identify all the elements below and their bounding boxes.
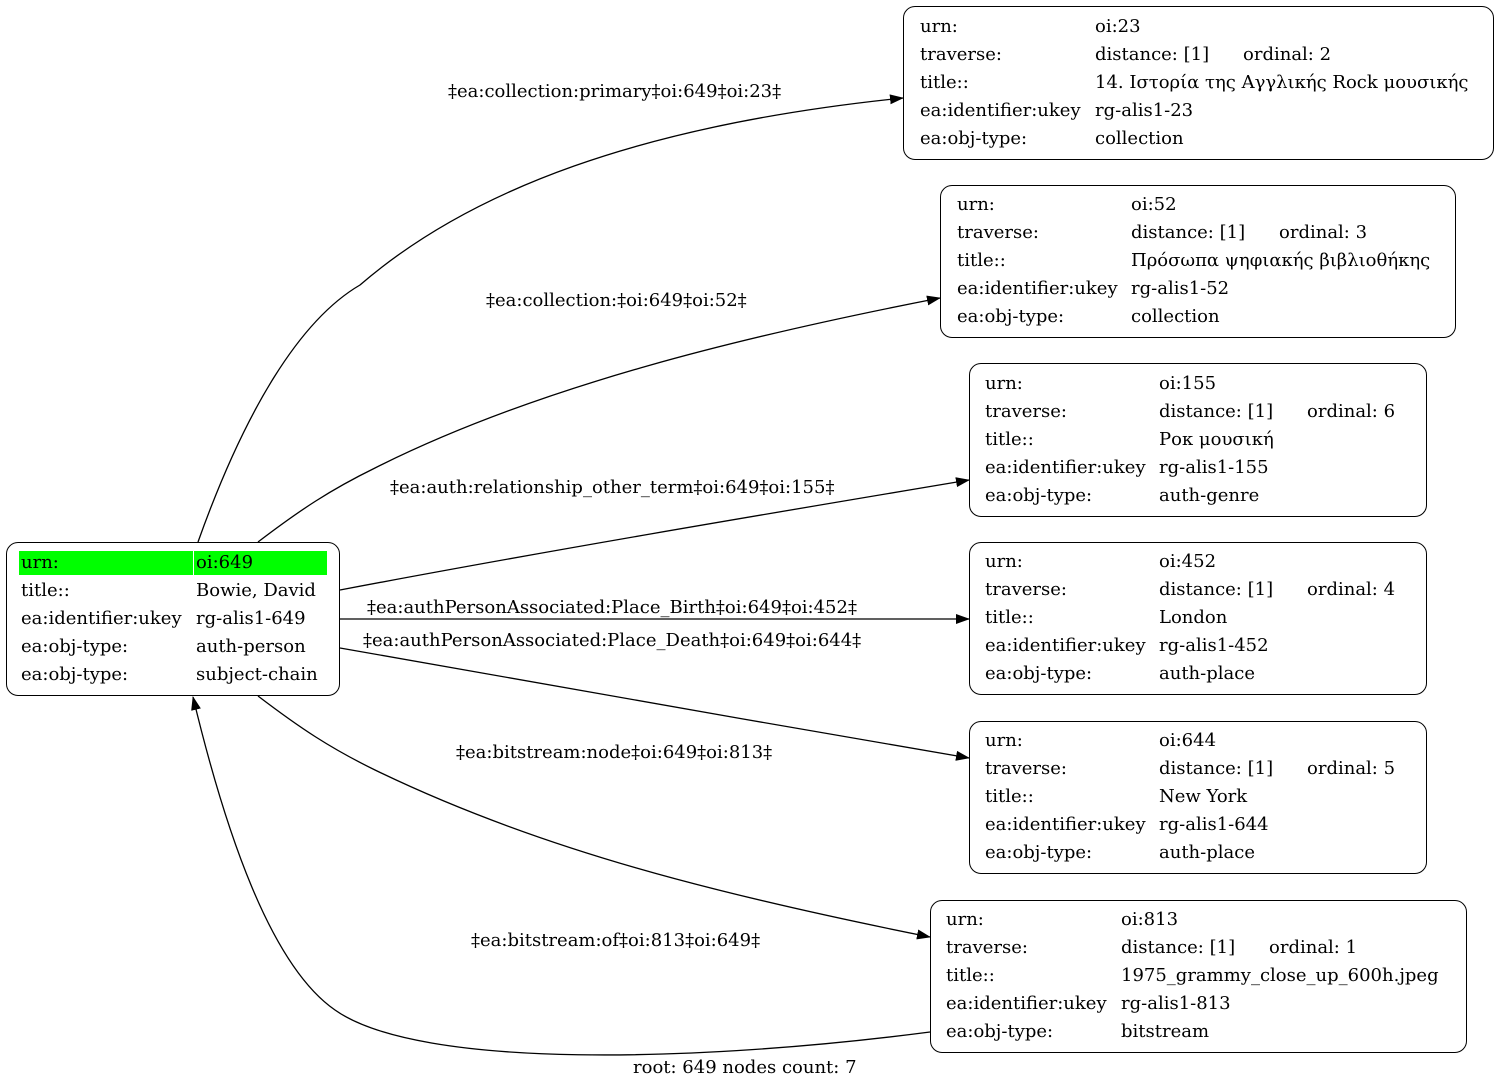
node-urn-value: oi:52 xyxy=(1131,194,1177,215)
node-ukey-value: rg-alis1-452 xyxy=(1159,635,1269,656)
node-title-key: title:: xyxy=(985,429,1034,450)
node-urn-value: oi:452 xyxy=(1159,551,1217,572)
node-type-key: ea:obj-type: xyxy=(920,128,1028,149)
node-title-key: title:: xyxy=(946,965,995,986)
node-oi-155[interactable]: urn: oi:155 traverse: distance: [1] ordi… xyxy=(969,363,1427,517)
node-type-value: collection xyxy=(1131,306,1220,327)
node-ukey-key: ea:identifier:ukey xyxy=(920,100,1081,121)
root-urn-value: oi:649 xyxy=(194,551,327,575)
edge-label-collection: ‡ea:collection:‡oi:649‡oi:52‡ xyxy=(486,290,747,311)
node-urn-value: oi:813 xyxy=(1121,909,1179,930)
node-ordinal: ordinal: 2 xyxy=(1243,44,1332,65)
node-traverse-key: traverse: xyxy=(985,401,1067,422)
node-type-value: bitstream xyxy=(1121,1021,1210,1042)
edge-label-relationship-other-term: ‡ea:auth:relationship_other_term‡oi:649‡… xyxy=(390,477,835,498)
node-type-value: collection xyxy=(1095,128,1184,149)
node-type-value: auth-genre xyxy=(1159,485,1260,506)
edge-label-bitstream-node: ‡ea:bitstream:node‡oi:649‡oi:813‡ xyxy=(456,742,773,763)
node-ordinal: ordinal: 4 xyxy=(1307,579,1396,600)
edge-label-collection-primary: ‡ea:collection:primary‡oi:649‡oi:23‡ xyxy=(448,81,782,102)
node-distance: distance: [1] xyxy=(1121,937,1236,958)
node-ukey-value: rg-alis1-813 xyxy=(1121,993,1231,1014)
node-ukey-key: ea:identifier:ukey xyxy=(957,278,1118,299)
node-traverse-key: traverse: xyxy=(946,937,1028,958)
node-type-key: ea:obj-type: xyxy=(985,842,1093,863)
edge-label-bitstream-of: ‡ea:bitstream:of‡oi:813‡oi:649‡ xyxy=(471,930,761,951)
node-distance: distance: [1] xyxy=(1131,222,1246,243)
node-ordinal: ordinal: 3 xyxy=(1279,222,1368,243)
edge-to-oi-644 xyxy=(339,647,970,761)
graph-footer: root: 649 nodes count: 7 xyxy=(633,1057,857,1078)
root-ukey-key: ea:identifier:ukey xyxy=(21,608,182,629)
node-title-value: London xyxy=(1159,607,1228,628)
node-type-key: ea:obj-type: xyxy=(985,663,1093,684)
root-ukey-value: rg-alis1-649 xyxy=(196,608,306,629)
node-oi-52[interactable]: urn: oi:52 traverse: distance: [1] ordin… xyxy=(940,185,1456,338)
node-title-key: title:: xyxy=(985,607,1034,628)
node-urn-value: oi:155 xyxy=(1159,373,1217,394)
node-title-value: 14. Ιστορία της Αγγλικής Rock μουσικής xyxy=(1095,72,1469,93)
node-oi-23[interactable]: urn: oi:23 traverse: distance: [1] ordin… xyxy=(903,6,1494,160)
node-ukey-value: rg-alis1-52 xyxy=(1131,278,1230,299)
node-traverse-key: traverse: xyxy=(920,44,1002,65)
node-urn-key: urn: xyxy=(957,194,995,215)
edge-from-oi-813 xyxy=(191,696,931,1056)
edge-to-oi-23 xyxy=(197,94,904,543)
node-title-value: Πρόσωπα ψηφιακής βιβλιοθήκης xyxy=(1131,250,1431,271)
node-ukey-key: ea:identifier:ukey xyxy=(985,635,1146,656)
edge-to-oi-52 xyxy=(257,295,941,543)
node-ukey-value: rg-alis1-155 xyxy=(1159,457,1269,478)
edge-to-oi-813 xyxy=(257,695,931,940)
edge-label-place-death: ‡ea:authPersonAssociated:Place_Death‡oi:… xyxy=(363,630,862,651)
node-urn-key: urn: xyxy=(985,551,1023,572)
node-ukey-key: ea:identifier:ukey xyxy=(985,814,1146,835)
root-title-value: Bowie, David xyxy=(196,580,316,601)
node-title-value: New York xyxy=(1159,786,1248,807)
node-distance: distance: [1] xyxy=(1159,401,1274,422)
node-type-key: ea:obj-type: xyxy=(985,485,1093,506)
edge-label-place-birth: ‡ea:authPersonAssociated:Place_Birth‡oi:… xyxy=(367,597,857,618)
node-ukey-key: ea:identifier:ukey xyxy=(946,993,1107,1014)
node-type-value: auth-place xyxy=(1159,663,1255,684)
root-type-value: auth-person xyxy=(196,636,306,657)
node-distance: distance: [1] xyxy=(1095,44,1210,65)
root-title-key: title:: xyxy=(21,580,70,601)
node-ukey-key: ea:identifier:ukey xyxy=(985,457,1146,478)
node-distance: distance: [1] xyxy=(1159,758,1274,779)
node-ukey-value: rg-alis1-23 xyxy=(1095,100,1194,121)
node-title-value: 1975_grammy_close_up_600h.jpeg xyxy=(1121,965,1439,986)
root-type2-value: subject-chain xyxy=(196,664,318,685)
node-urn-key: urn: xyxy=(920,16,958,37)
root-type2-key: ea:obj-type: xyxy=(21,664,129,685)
node-title-key: title:: xyxy=(920,72,969,93)
node-oi-452[interactable]: urn: oi:452 traverse: distance: [1] ordi… xyxy=(969,542,1427,695)
node-oi-813[interactable]: urn: oi:813 traverse: distance: [1] ordi… xyxy=(930,900,1467,1053)
node-urn-key: urn: xyxy=(946,909,984,930)
root-node[interactable]: urn: oi:649 title:: Bowie, David ea:iden… xyxy=(6,542,340,696)
node-traverse-key: traverse: xyxy=(985,579,1067,600)
node-urn-key: urn: xyxy=(985,730,1023,751)
edge-to-oi-155 xyxy=(339,477,970,591)
node-urn-key: urn: xyxy=(985,373,1023,394)
node-traverse-key: traverse: xyxy=(957,222,1039,243)
node-type-key: ea:obj-type: xyxy=(957,306,1065,327)
node-urn-value: oi:23 xyxy=(1095,16,1141,37)
node-ordinal: ordinal: 6 xyxy=(1307,401,1396,422)
node-title-value: Ροκ μουσική xyxy=(1159,429,1274,450)
root-urn-key: urn: xyxy=(19,551,193,575)
node-oi-644[interactable]: urn: oi:644 traverse: distance: [1] ordi… xyxy=(969,721,1427,874)
root-type-key: ea:obj-type: xyxy=(21,636,129,657)
node-type-key: ea:obj-type: xyxy=(946,1021,1054,1042)
node-distance: distance: [1] xyxy=(1159,579,1274,600)
node-ordinal: ordinal: 5 xyxy=(1307,758,1396,779)
node-type-value: auth-place xyxy=(1159,842,1255,863)
node-title-key: title:: xyxy=(985,786,1034,807)
node-title-key: title:: xyxy=(957,250,1006,271)
node-ordinal: ordinal: 1 xyxy=(1269,937,1358,958)
node-traverse-key: traverse: xyxy=(985,758,1067,779)
node-urn-value: oi:644 xyxy=(1159,730,1217,751)
node-ukey-value: rg-alis1-644 xyxy=(1159,814,1269,835)
